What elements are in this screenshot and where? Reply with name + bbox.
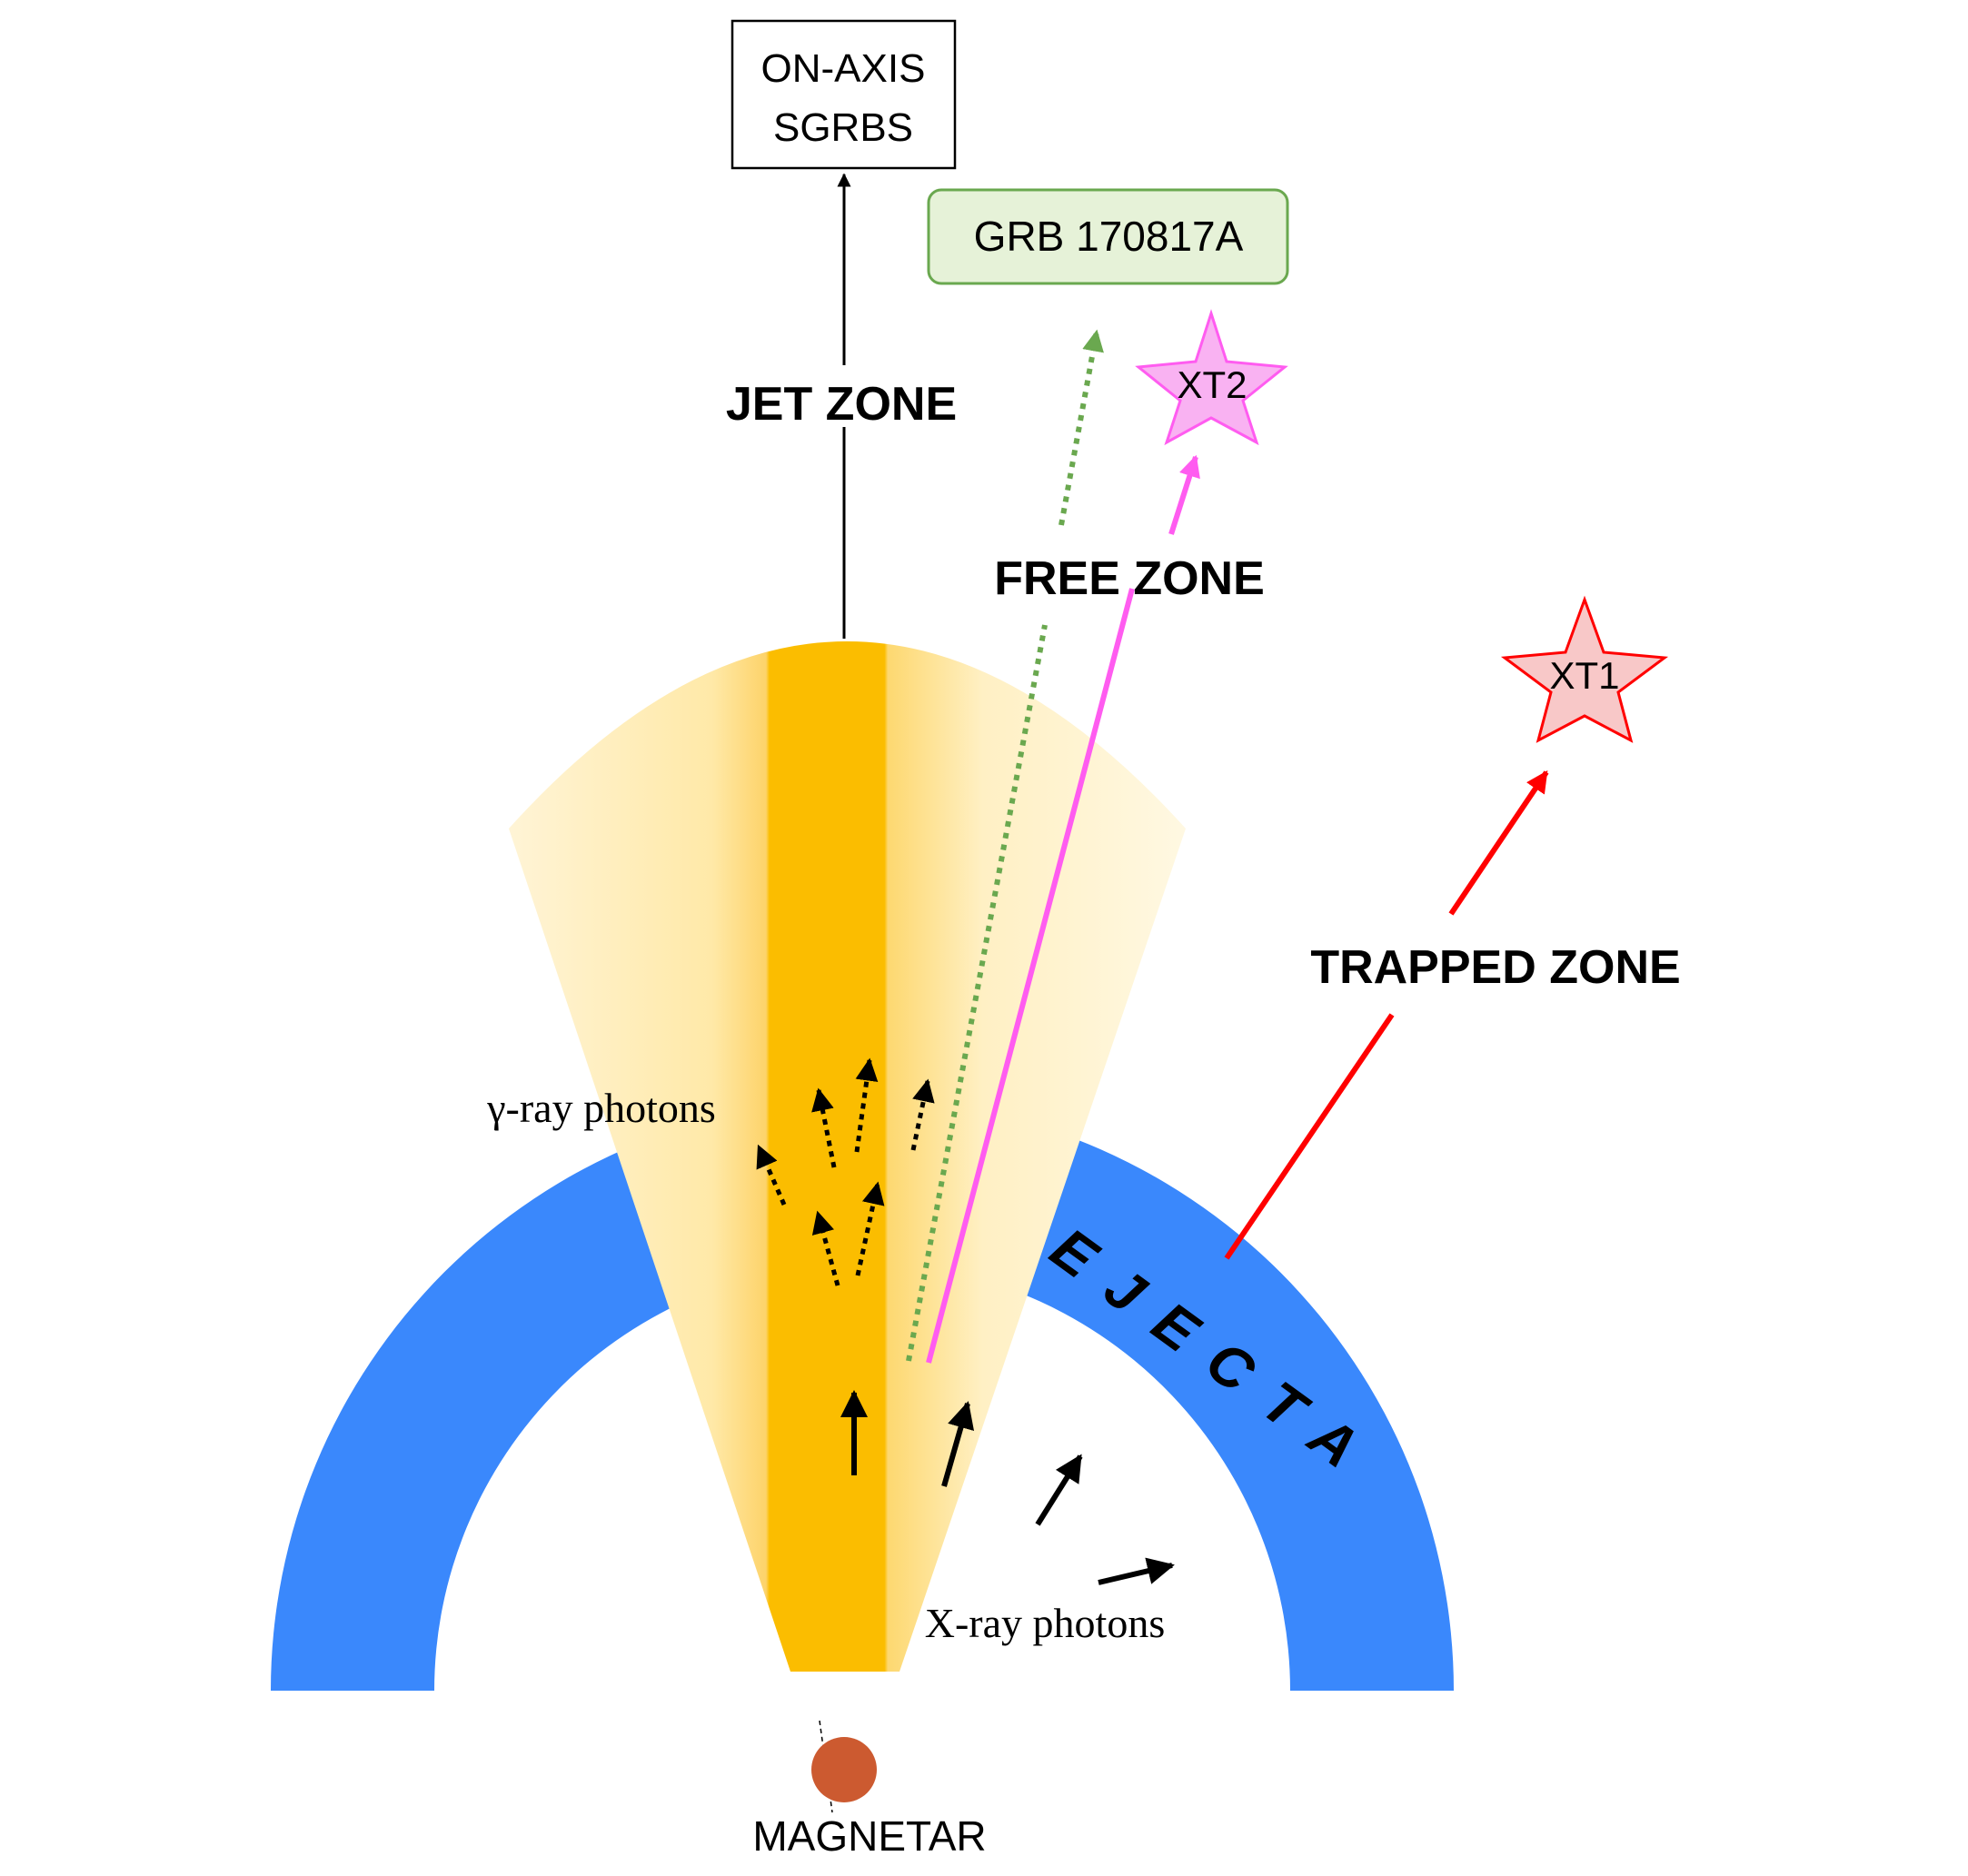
xray-photons-label: X-ray photons (925, 1600, 1165, 1646)
gamma-photons-label: γ-ray photons (486, 1085, 716, 1131)
xt1-star (1500, 595, 1669, 743)
xt1-arrow (1448, 770, 1549, 916)
xt2-arrow (1168, 454, 1200, 535)
magnetar-label: MAGNETAR (752, 1812, 986, 1860)
xt2-line (926, 588, 1135, 1364)
on-axis-box (731, 19, 957, 170)
on-axis-label-line2: SGRBS (773, 105, 913, 150)
xt1-line (1224, 1013, 1395, 1260)
xt2-label: XT2 (1177, 363, 1247, 406)
xt1-label: XT1 (1549, 654, 1619, 697)
gamma-arrow (854, 1057, 879, 1153)
xt2-star (1135, 309, 1288, 446)
xray-arrow (941, 1401, 975, 1487)
on-axis-label-line1: ON-AXIS (761, 46, 926, 91)
trapped-zone-label: TRAPPED ZONE (1310, 941, 1680, 994)
grb-dotted-arrow (1059, 329, 1104, 526)
xray-arrow (1035, 1454, 1083, 1526)
free-zone-label: FREE ZONE (994, 552, 1265, 605)
gamma-arrow (855, 1181, 885, 1276)
jet-zone-label: JET ZONE (726, 378, 957, 431)
grb-box (927, 188, 1289, 285)
gamma-arrow (811, 1210, 840, 1286)
xray-photon-arrows (840, 1390, 1175, 1585)
jet-cone (509, 641, 1186, 1672)
ejecta-shell (271, 1099, 1454, 1691)
grb-label: GRB 170817A (974, 213, 1244, 260)
gamma-photon-arrows (756, 1057, 935, 1286)
gamma-arrow (910, 1078, 935, 1151)
magnetar-dot (811, 1737, 877, 1802)
gamma-arrow (811, 1087, 837, 1168)
xray-arrow (1098, 1557, 1175, 1585)
